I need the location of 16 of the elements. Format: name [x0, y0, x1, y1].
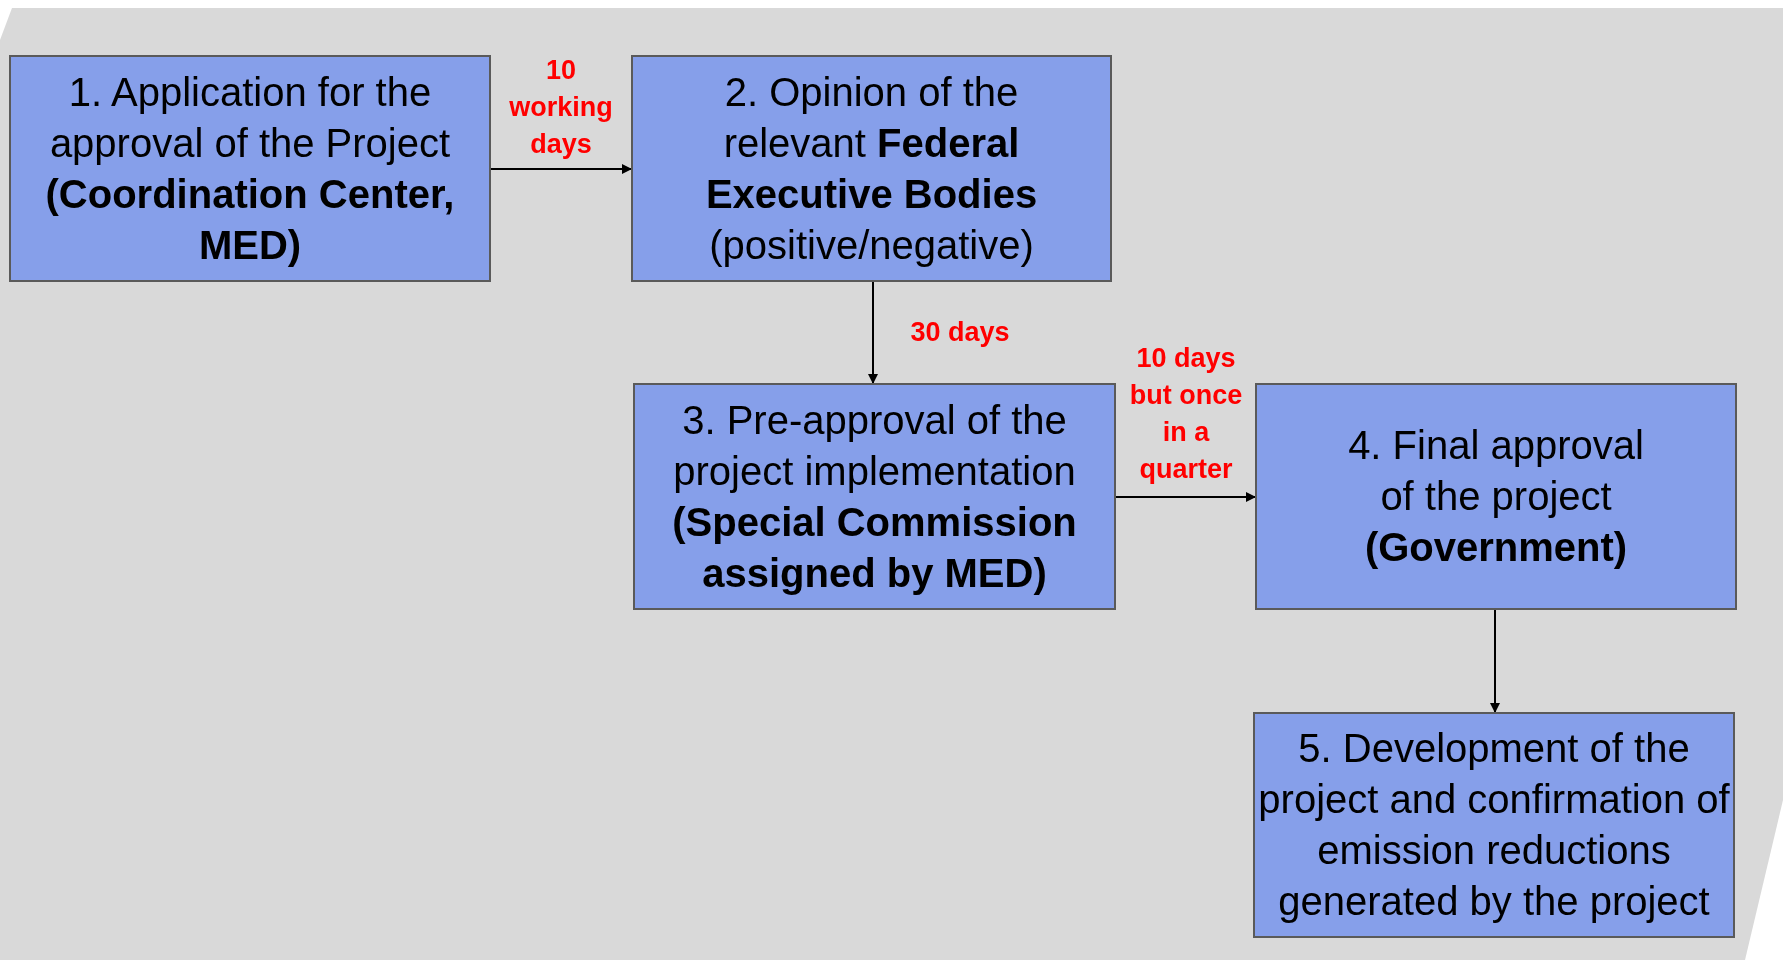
- arrow: [1115, 492, 1256, 502]
- box-text: 4. Final approval of the project (Government): [1347, 422, 1645, 571]
- process-box: [631, 55, 1112, 282]
- arrow: [1490, 609, 1500, 713]
- edge-label: 10 days but once in a quarter: [1128, 342, 1244, 486]
- box-text: 5. Development of the project and confirmation of emission reductions generated by the project: [1257, 725, 1731, 925]
- box-text: 3. Pre-approval of the project implementation (Special Commission assigned by MED): [671, 396, 1078, 597]
- process-box: [9, 55, 491, 282]
- process-box: [633, 383, 1116, 610]
- process-box: [1255, 383, 1737, 610]
- edge-label: 30 days: [909, 316, 1011, 349]
- edge-label: 10 working days: [508, 54, 614, 161]
- box-text: 2. Opinion of the relevant Federal Executive Bodies (positive/negative): [704, 68, 1039, 269]
- box-text: 1. Application for the approval of the Project (Coordination Center, MED): [44, 68, 456, 269]
- arrow: [868, 281, 878, 384]
- arrow: [490, 164, 632, 174]
